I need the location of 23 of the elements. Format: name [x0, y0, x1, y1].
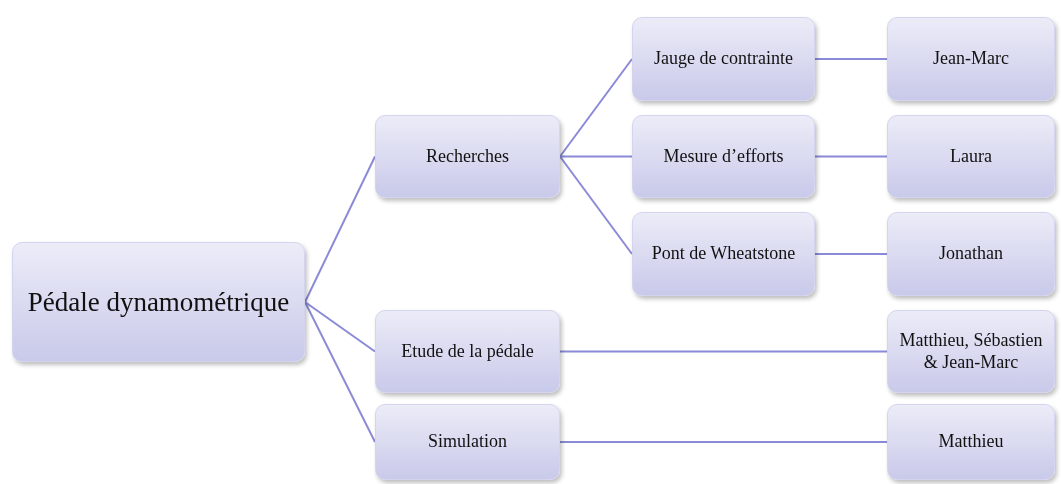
text-box: Laura — [887, 115, 1055, 198]
connector-line — [304, 155, 376, 303]
connector-line — [814, 155, 888, 158]
text-box: Pont de Wheatstone — [632, 212, 815, 296]
connector-line — [559, 155, 633, 255]
text-box: Pédale dynamométrique — [12, 242, 305, 362]
connector-line — [814, 58, 888, 60]
text-box: Jean-Marc — [887, 17, 1055, 101]
connector-line — [304, 301, 376, 353]
connector-line — [814, 253, 888, 255]
text-box: Jonathan — [887, 212, 1055, 296]
text-box: Etude de la pédale — [375, 310, 560, 393]
text-box: Matthieu — [887, 404, 1055, 480]
text-box: Matthieu, Sébastien & Jean-Marc — [887, 310, 1055, 393]
text-box: Recherches — [375, 115, 560, 198]
text-box: Jauge de contrainte — [632, 17, 815, 101]
connector-line — [559, 58, 633, 158]
connector-line — [559, 441, 888, 443]
text-box: Simulation — [375, 404, 560, 480]
text-box: Mesure d’efforts — [632, 115, 815, 198]
connector-line — [559, 155, 633, 158]
connector-line — [559, 350, 888, 353]
connector-line — [304, 301, 376, 443]
